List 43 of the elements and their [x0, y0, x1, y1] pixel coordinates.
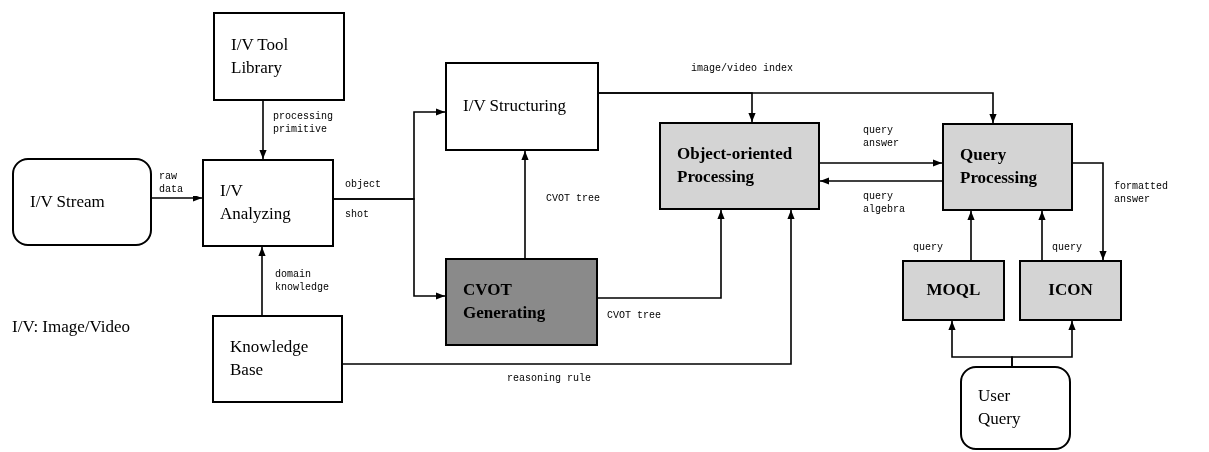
arrow: [967, 210, 975, 261]
edge-label: object: [344, 178, 382, 191]
arrow: [819, 159, 943, 167]
process-box: [1019, 260, 1122, 321]
arrow: [598, 92, 997, 124]
process-box: [213, 12, 345, 101]
edge-label: query: [1051, 241, 1083, 254]
arrow: [258, 246, 266, 316]
edge-label: query: [912, 241, 944, 254]
process-box: [960, 366, 1071, 450]
box-label: Query Processing: [960, 144, 1039, 189]
arrow: [333, 198, 446, 300]
edge-label: reasoning rule: [506, 372, 592, 385]
box-label: I/V Stream: [30, 190, 106, 213]
arrow: [1072, 162, 1107, 261]
box-label: Knowledge Base: [230, 336, 310, 381]
process-box: [902, 260, 1005, 321]
process-box: [202, 159, 334, 247]
process-box: [212, 315, 343, 403]
process-box: [12, 158, 152, 246]
process-box: [445, 62, 599, 151]
box-label: User Query: [978, 385, 1022, 430]
process-box: [659, 122, 820, 210]
arrow: [1038, 210, 1046, 261]
process-box: [942, 123, 1073, 211]
edge-label: image/video index: [690, 62, 795, 75]
arrow: [819, 177, 943, 185]
box-label: I/V Tool Library: [231, 33, 290, 79]
arrow: [151, 194, 203, 202]
arrow: [521, 150, 529, 259]
arrow: [1011, 320, 1076, 367]
edge-label: raw data: [158, 170, 198, 196]
arrow: [259, 100, 267, 160]
box-label: I/V Analyzing: [220, 180, 292, 225]
legend-note: I/V: Image/Video: [12, 316, 131, 338]
box-label: I/V Structuring: [463, 95, 568, 118]
box-label: Object-oriented Processing: [677, 143, 794, 188]
arrow: [342, 209, 795, 365]
box-label: MOQL: [926, 279, 981, 302]
box-label: CVOT Generating: [463, 279, 547, 324]
process-box: [445, 258, 598, 346]
arrow: [597, 209, 725, 299]
box-label: ICON: [1048, 279, 1093, 302]
